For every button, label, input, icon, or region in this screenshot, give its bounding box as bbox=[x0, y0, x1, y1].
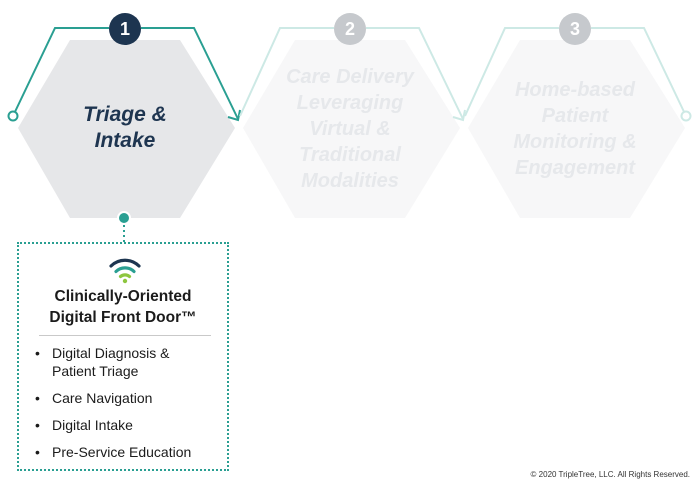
detail-node bbox=[117, 211, 131, 225]
list-item: Pre-Service Education bbox=[35, 443, 225, 461]
step-3-label-line: Patient bbox=[541, 105, 609, 127]
arrow-head-step-2 bbox=[452, 109, 466, 122]
arrow-head-step-1 bbox=[227, 109, 241, 122]
detail-box-title: Clinically-Oriented Digital Front Door™ bbox=[19, 286, 227, 328]
step-2-label-line: Traditional bbox=[299, 144, 401, 166]
step-2-number-badge: 2 bbox=[334, 13, 366, 45]
step-1-number-badge: 1 bbox=[109, 13, 141, 45]
detail-box-title-line: Digital Front Door™ bbox=[49, 309, 197, 326]
list-item-line: Digital Diagnosis & bbox=[52, 345, 170, 361]
connector-line-step-1-right bbox=[141, 27, 239, 120]
hexagon-step-2 bbox=[243, 40, 460, 218]
end-node bbox=[680, 110, 692, 122]
wifi-signal-icon bbox=[109, 258, 141, 284]
detail-box: Clinically-Oriented Digital Front Door™ … bbox=[17, 242, 229, 471]
start-node bbox=[7, 110, 19, 122]
step-2-label-line: Leveraging bbox=[296, 92, 404, 114]
connector-line-step-3-right bbox=[591, 27, 687, 117]
list-item-line: Digital Intake bbox=[52, 417, 133, 433]
connector-line-step-2 bbox=[239, 27, 334, 117]
connector-line-step-2-right bbox=[366, 27, 464, 120]
list-item-line: Care Navigation bbox=[52, 390, 153, 406]
step-3-label-line: Monitoring & bbox=[513, 131, 637, 153]
list-item: Care Navigation bbox=[35, 389, 225, 407]
step-3-label: Home-based Patient Monitoring & Engageme… bbox=[495, 77, 655, 181]
hexagon-step-3 bbox=[468, 40, 685, 218]
list-item-line: Pre-Service Education bbox=[52, 444, 192, 460]
list-item-line: Patient Triage bbox=[52, 363, 139, 379]
step-3-label-line: Engagement bbox=[514, 157, 636, 179]
connector-line-step-3 bbox=[464, 27, 559, 117]
step-1-label-line: Intake bbox=[94, 129, 156, 152]
step-1-label: Triage & Intake bbox=[45, 102, 205, 154]
divider bbox=[39, 335, 211, 336]
step-1-label-line: Triage & bbox=[83, 103, 167, 126]
connector-line-step-1 bbox=[12, 27, 109, 117]
step-3-label-line: Home-based bbox=[514, 79, 636, 101]
detail-box-list: Digital Diagnosis & Patient Triage Care … bbox=[35, 344, 225, 470]
hexagon-step-1 bbox=[18, 40, 235, 218]
step-2-label-line: Care Delivery bbox=[286, 66, 414, 88]
step-2-label-line: Virtual & bbox=[309, 118, 391, 140]
step-3-number-badge: 3 bbox=[559, 13, 591, 45]
list-item: Digital Diagnosis & Patient Triage bbox=[35, 344, 225, 380]
step-2-label: Care Delivery Leveraging Virtual & Tradi… bbox=[270, 64, 430, 194]
copyright-text: © 2020 TripleTree, LLC. All Rights Reser… bbox=[530, 470, 690, 479]
detail-box-title-line: Clinically-Oriented bbox=[54, 288, 192, 305]
list-item: Digital Intake bbox=[35, 416, 225, 434]
step-2-label-line: Modalities bbox=[301, 170, 399, 192]
